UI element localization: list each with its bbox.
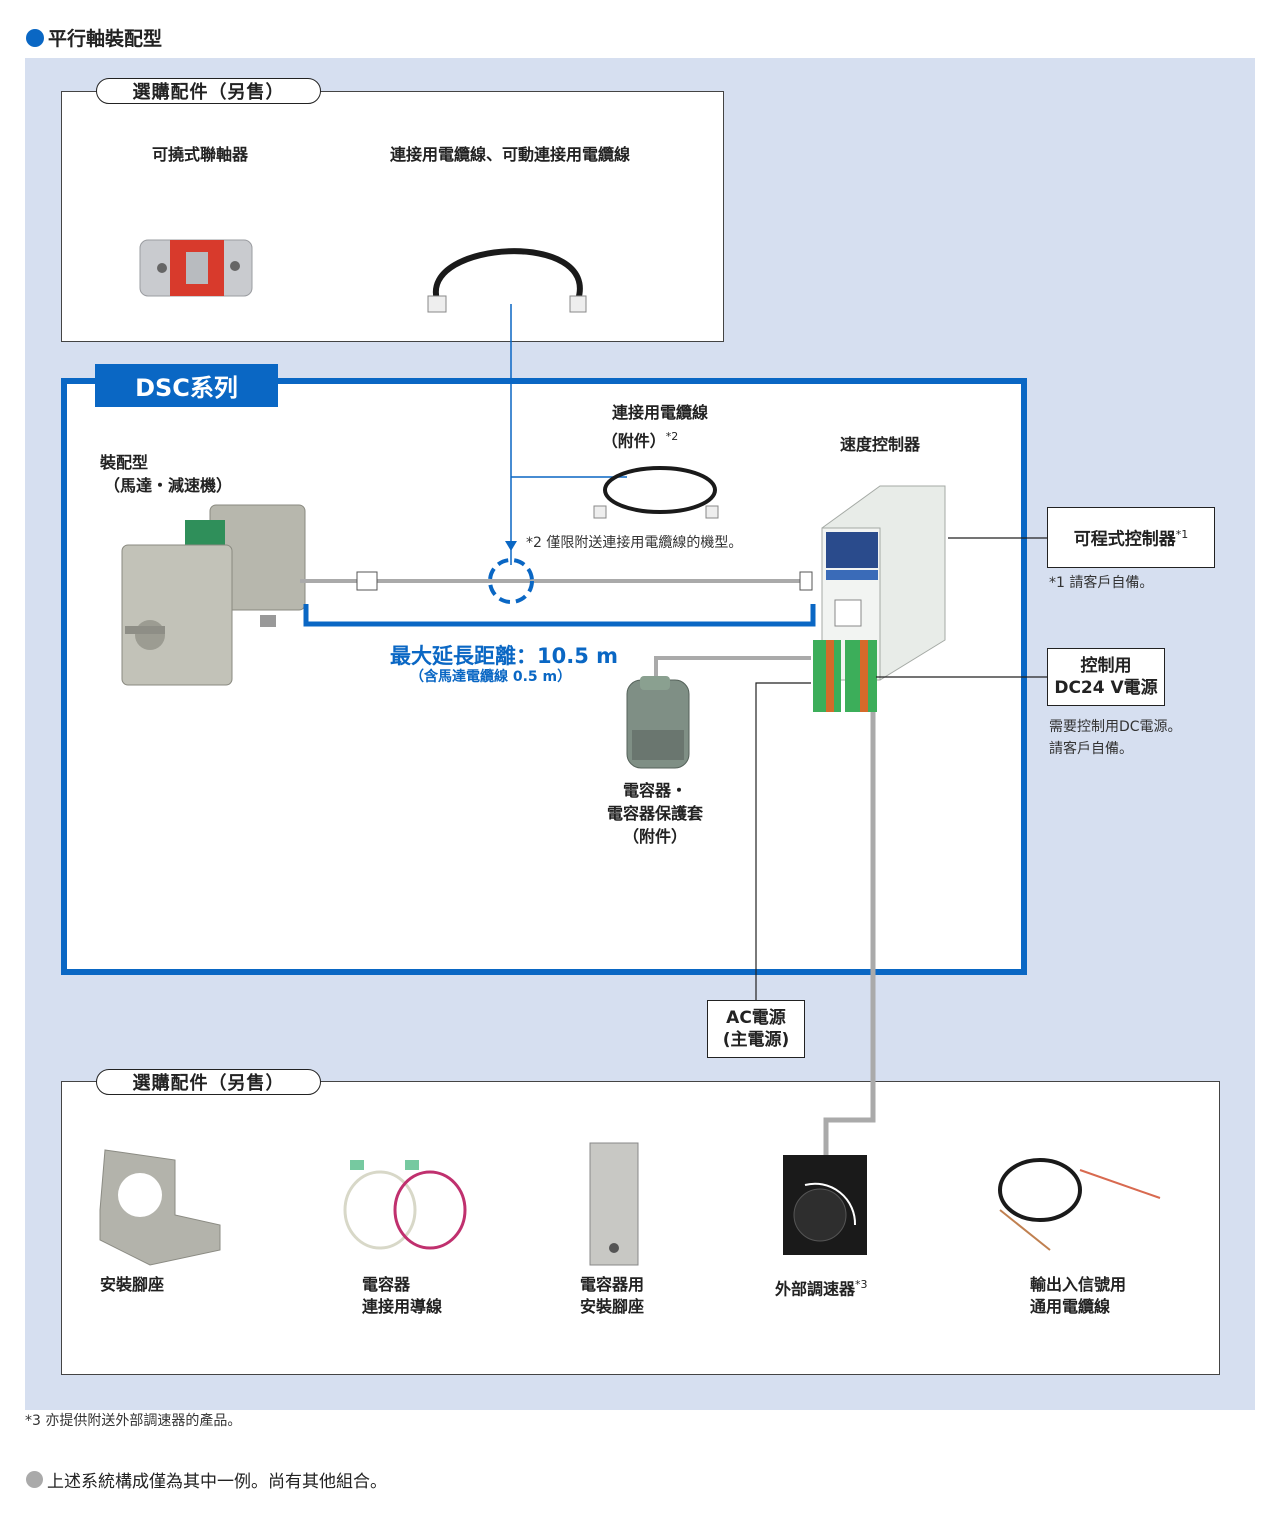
capacitor-lead-wires-image [343, 1160, 467, 1250]
potentiometer-label: 外部調速器*3 [775, 1278, 868, 1299]
motor-label-2: （馬達・減速機） [104, 476, 233, 495]
dc-power-note-1: 需要控制用DC電源。 [1049, 719, 1182, 735]
top-accessories-title: 選購配件（另售） [96, 78, 321, 104]
gear-motor-image [121, 504, 306, 686]
included-cable-image [593, 466, 719, 519]
plc-note-mark: *1 [1175, 528, 1189, 542]
cable-included-label-2: （附件）*2 [601, 430, 679, 451]
note-1: *1 請客戶自備。 [1049, 575, 1154, 591]
plc-label: 可程式控制器 [1073, 529, 1176, 550]
cable-option-label: 連接用電纜線、可動連接用電纜線 [389, 145, 630, 164]
mounting-bracket-image [99, 1149, 221, 1266]
potentiometer-note-mark: *3 [855, 1278, 868, 1291]
heading-text: 平行軸裝配型 [48, 28, 163, 50]
capacitor-bracket-label-1: 電容器用 [580, 1275, 645, 1294]
coupling-image [139, 239, 253, 297]
capacitor-label-2: 電容器保護套 [606, 804, 703, 823]
max-distance-sub: （含馬達電纜線 0.5 m） [410, 669, 572, 685]
io-cable-label-1: 輸出入信號用 [1030, 1275, 1127, 1294]
io-cable-label-2: 通用電纜線 [1030, 1297, 1111, 1316]
io-signal-cable-image [998, 1158, 1161, 1251]
capacitor-bracket-image [589, 1142, 639, 1266]
motor-label-1: 裝配型 [100, 453, 149, 472]
note-2: *2 僅限附送連接用電纜線的機型。 [526, 535, 743, 551]
footer-note: 上述系統構成僅為其中一例。尚有其他組合。 [26, 1467, 387, 1492]
dc-power-note-2: 請客戶自備。 [1049, 741, 1133, 757]
bullet-icon [26, 28, 44, 47]
capacitor-image [626, 676, 690, 769]
note-3: *3 亦提供附送外部調速器的產品。 [25, 1413, 242, 1429]
bottom-accessories-box [61, 1081, 1220, 1375]
gray-bullet-icon [26, 1471, 43, 1488]
plc-box: 可程式控制器*1 [1047, 507, 1215, 568]
ac-power-label-2: (主電源) [722, 1030, 790, 1050]
bottom-accessories-title: 選購配件（另售） [96, 1069, 321, 1095]
page-heading: 平行軸裝配型 [26, 24, 162, 51]
capacitor-label-1: 電容器・ [622, 781, 687, 800]
cable-included-label-1: 連接用電纜線 [611, 403, 708, 422]
dsc-series-tab: DSC系列 [95, 364, 278, 407]
connection-cable-image [427, 248, 587, 313]
external-potentiometer-image [783, 1155, 867, 1255]
mounting-bracket-label: 安裝腳座 [100, 1275, 165, 1294]
footer-text: 上述系統構成僅為其中一例。尚有其他組合。 [47, 1472, 387, 1492]
coupling-label: 可撓式聯軸器 [151, 145, 248, 164]
ac-power-box: AC電源 (主電源) [707, 1000, 805, 1058]
dc-power-label-2: DC24 V電源 [1054, 678, 1158, 698]
capacitor-lead-label-1: 電容器 [362, 1275, 411, 1294]
top-accessories-box [61, 91, 724, 342]
capacitor-lead-label-2: 連接用導線 [362, 1297, 443, 1316]
max-distance-label: 最大延長距離：10.5 m [390, 644, 619, 668]
cable-note-mark: *2 [665, 430, 679, 443]
dc-power-label-1: 控制用 [1080, 656, 1132, 676]
speed-controller-label: 速度控制器 [839, 435, 920, 454]
capacitor-label-3: （附件） [622, 827, 687, 846]
ac-power-label-1: AC電源 [726, 1008, 786, 1028]
capacitor-bracket-label-2: 安裝腳座 [580, 1297, 645, 1316]
dc-power-box: 控制用 DC24 V電源 [1047, 648, 1165, 706]
speed-controller-image [813, 485, 946, 712]
